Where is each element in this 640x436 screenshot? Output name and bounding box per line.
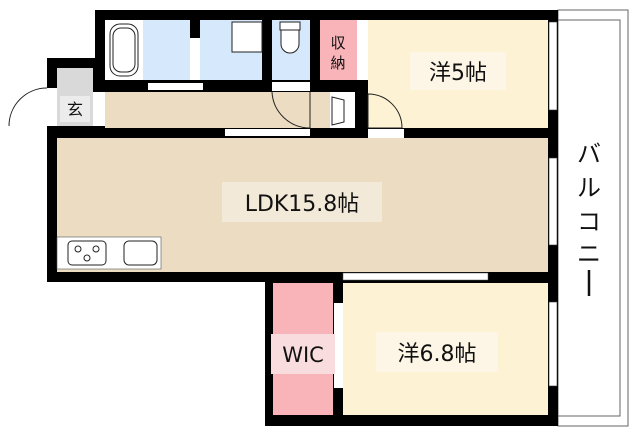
washing-machine-icon [231,21,263,53]
room-wic-label: WIC [282,343,324,367]
door-swing [367,93,403,129]
ldk-sliding-door[interactable] [225,129,310,136]
storage-door[interactable] [357,20,368,80]
storage-label: 納 [330,54,345,72]
balcony-label-char: バ [577,140,601,168]
room-western-5-label: 洋5帖 [429,61,487,86]
toilet-icon [279,21,301,54]
kitchen-counter [56,236,162,270]
corridor [105,92,330,128]
door-swing [271,91,311,129]
bathtub-inner [112,27,136,73]
bathroom [143,20,190,80]
window[interactable] [548,157,558,246]
door-swing [8,87,48,127]
storage [320,20,357,80]
cabinet-icon [331,96,345,126]
bath-door[interactable] [190,38,200,80]
bathtub-area [105,20,143,80]
room-ldk-label: LDK15.8帖 [245,192,360,217]
balcony-label-char: ル [577,174,601,202]
room-western-68-label: 洋6.8帖 [398,342,477,367]
stove-icon [67,240,107,266]
balcony-label-char: ニ [577,240,601,268]
sink-icon [123,240,158,266]
balcony-label: バ ル コ ニ [577,140,601,296]
wic-door[interactable] [334,303,343,388]
window[interactable] [548,301,558,387]
entrance-step [93,92,105,126]
toilet-door[interactable] [272,82,310,91]
balcony-label-char: コ [577,208,601,236]
room5-door[interactable] [368,129,404,138]
room68-sliding-door[interactable] [342,272,489,281]
bathtub-icon [109,23,139,77]
entrance-label: 玄 [67,100,83,119]
storage-label: 収 [330,34,345,52]
window[interactable] [548,21,558,111]
balcony [557,9,629,427]
entrance-door[interactable] [47,88,57,126]
washroom-sliding-door[interactable] [148,83,203,90]
